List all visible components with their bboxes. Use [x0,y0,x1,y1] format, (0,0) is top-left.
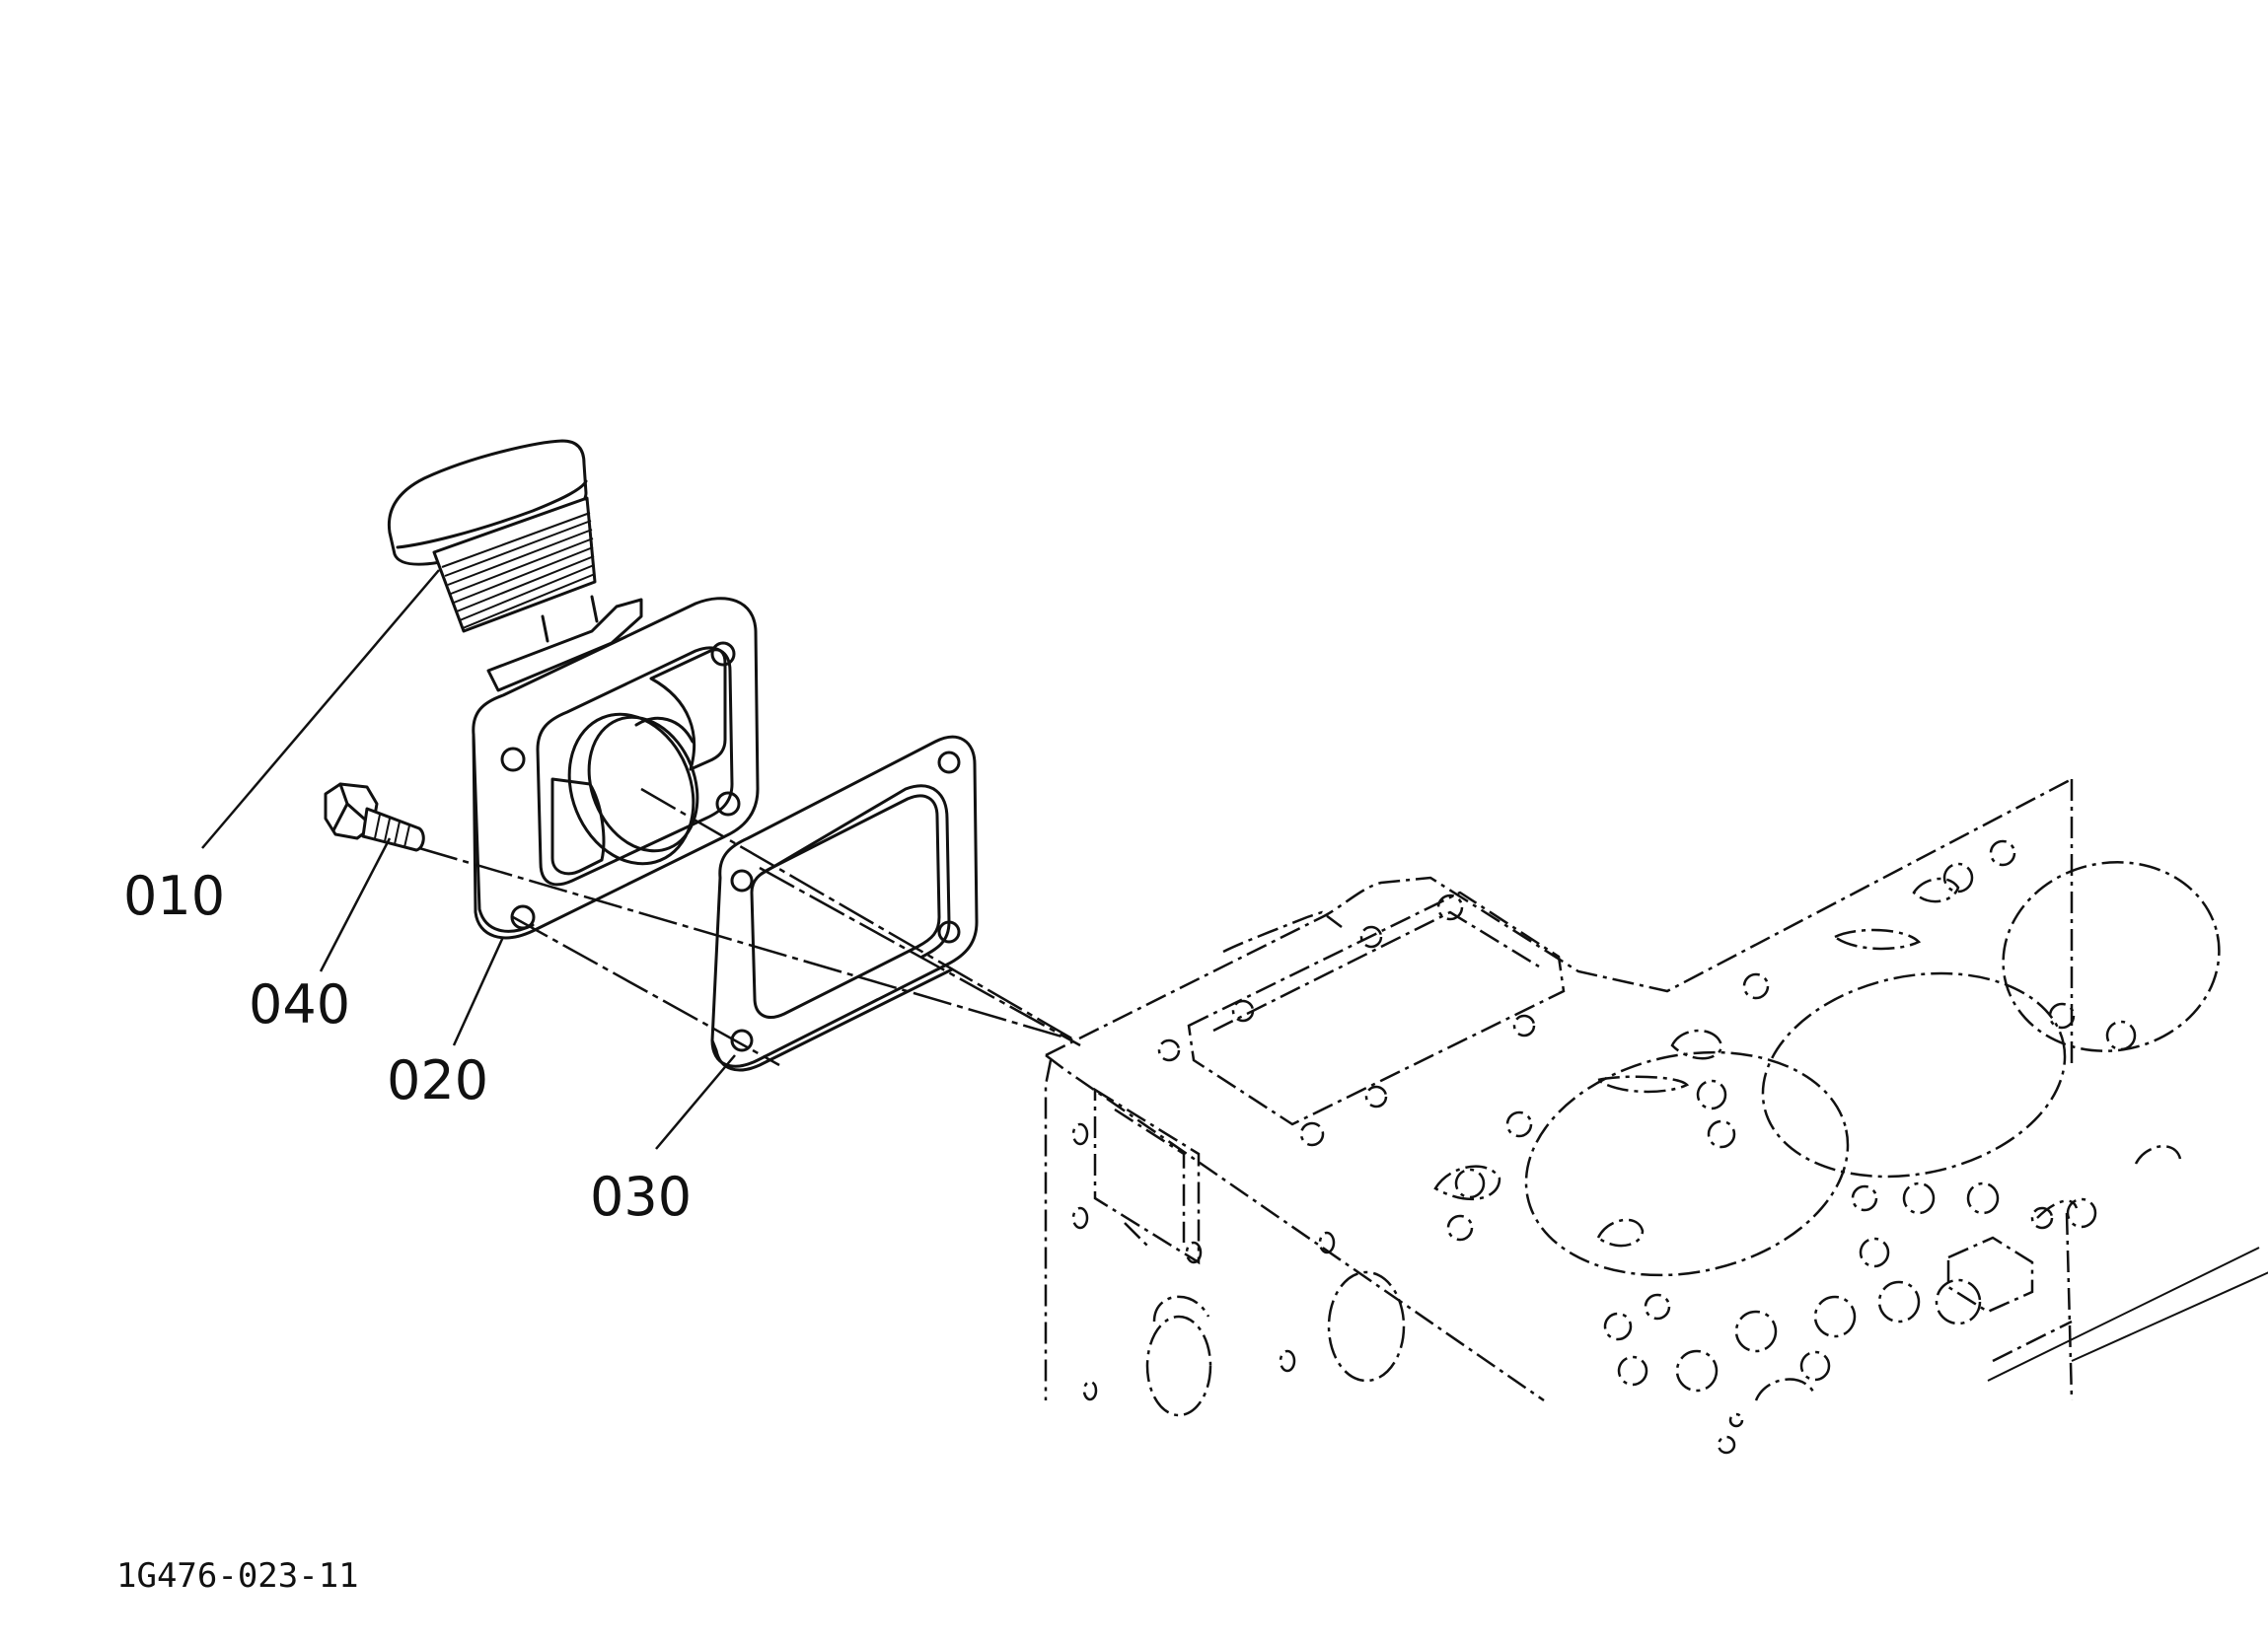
callout-010[interactable]: 010 [123,865,225,927]
assembly-center-lines [418,787,1081,1067]
leader-lines [201,569,736,1150]
callout-030[interactable]: 030 [590,1166,692,1228]
callout-020[interactable]: 020 [387,1049,488,1111]
part-030-gasket[interactable] [710,735,979,1072]
leader-040 [319,837,392,972]
callout-040[interactable]: 040 [249,973,350,1036]
document-number: 1G476-023-11 [116,1556,359,1596]
leader-020 [452,936,505,1046]
leader-010 [201,569,440,849]
part-010-plug[interactable] [387,439,599,643]
part-020-housing[interactable] [472,597,760,940]
part-040-bolt[interactable] [324,782,425,852]
leader-030 [655,1054,736,1150]
engine-block-phantom [1044,777,2268,1455]
